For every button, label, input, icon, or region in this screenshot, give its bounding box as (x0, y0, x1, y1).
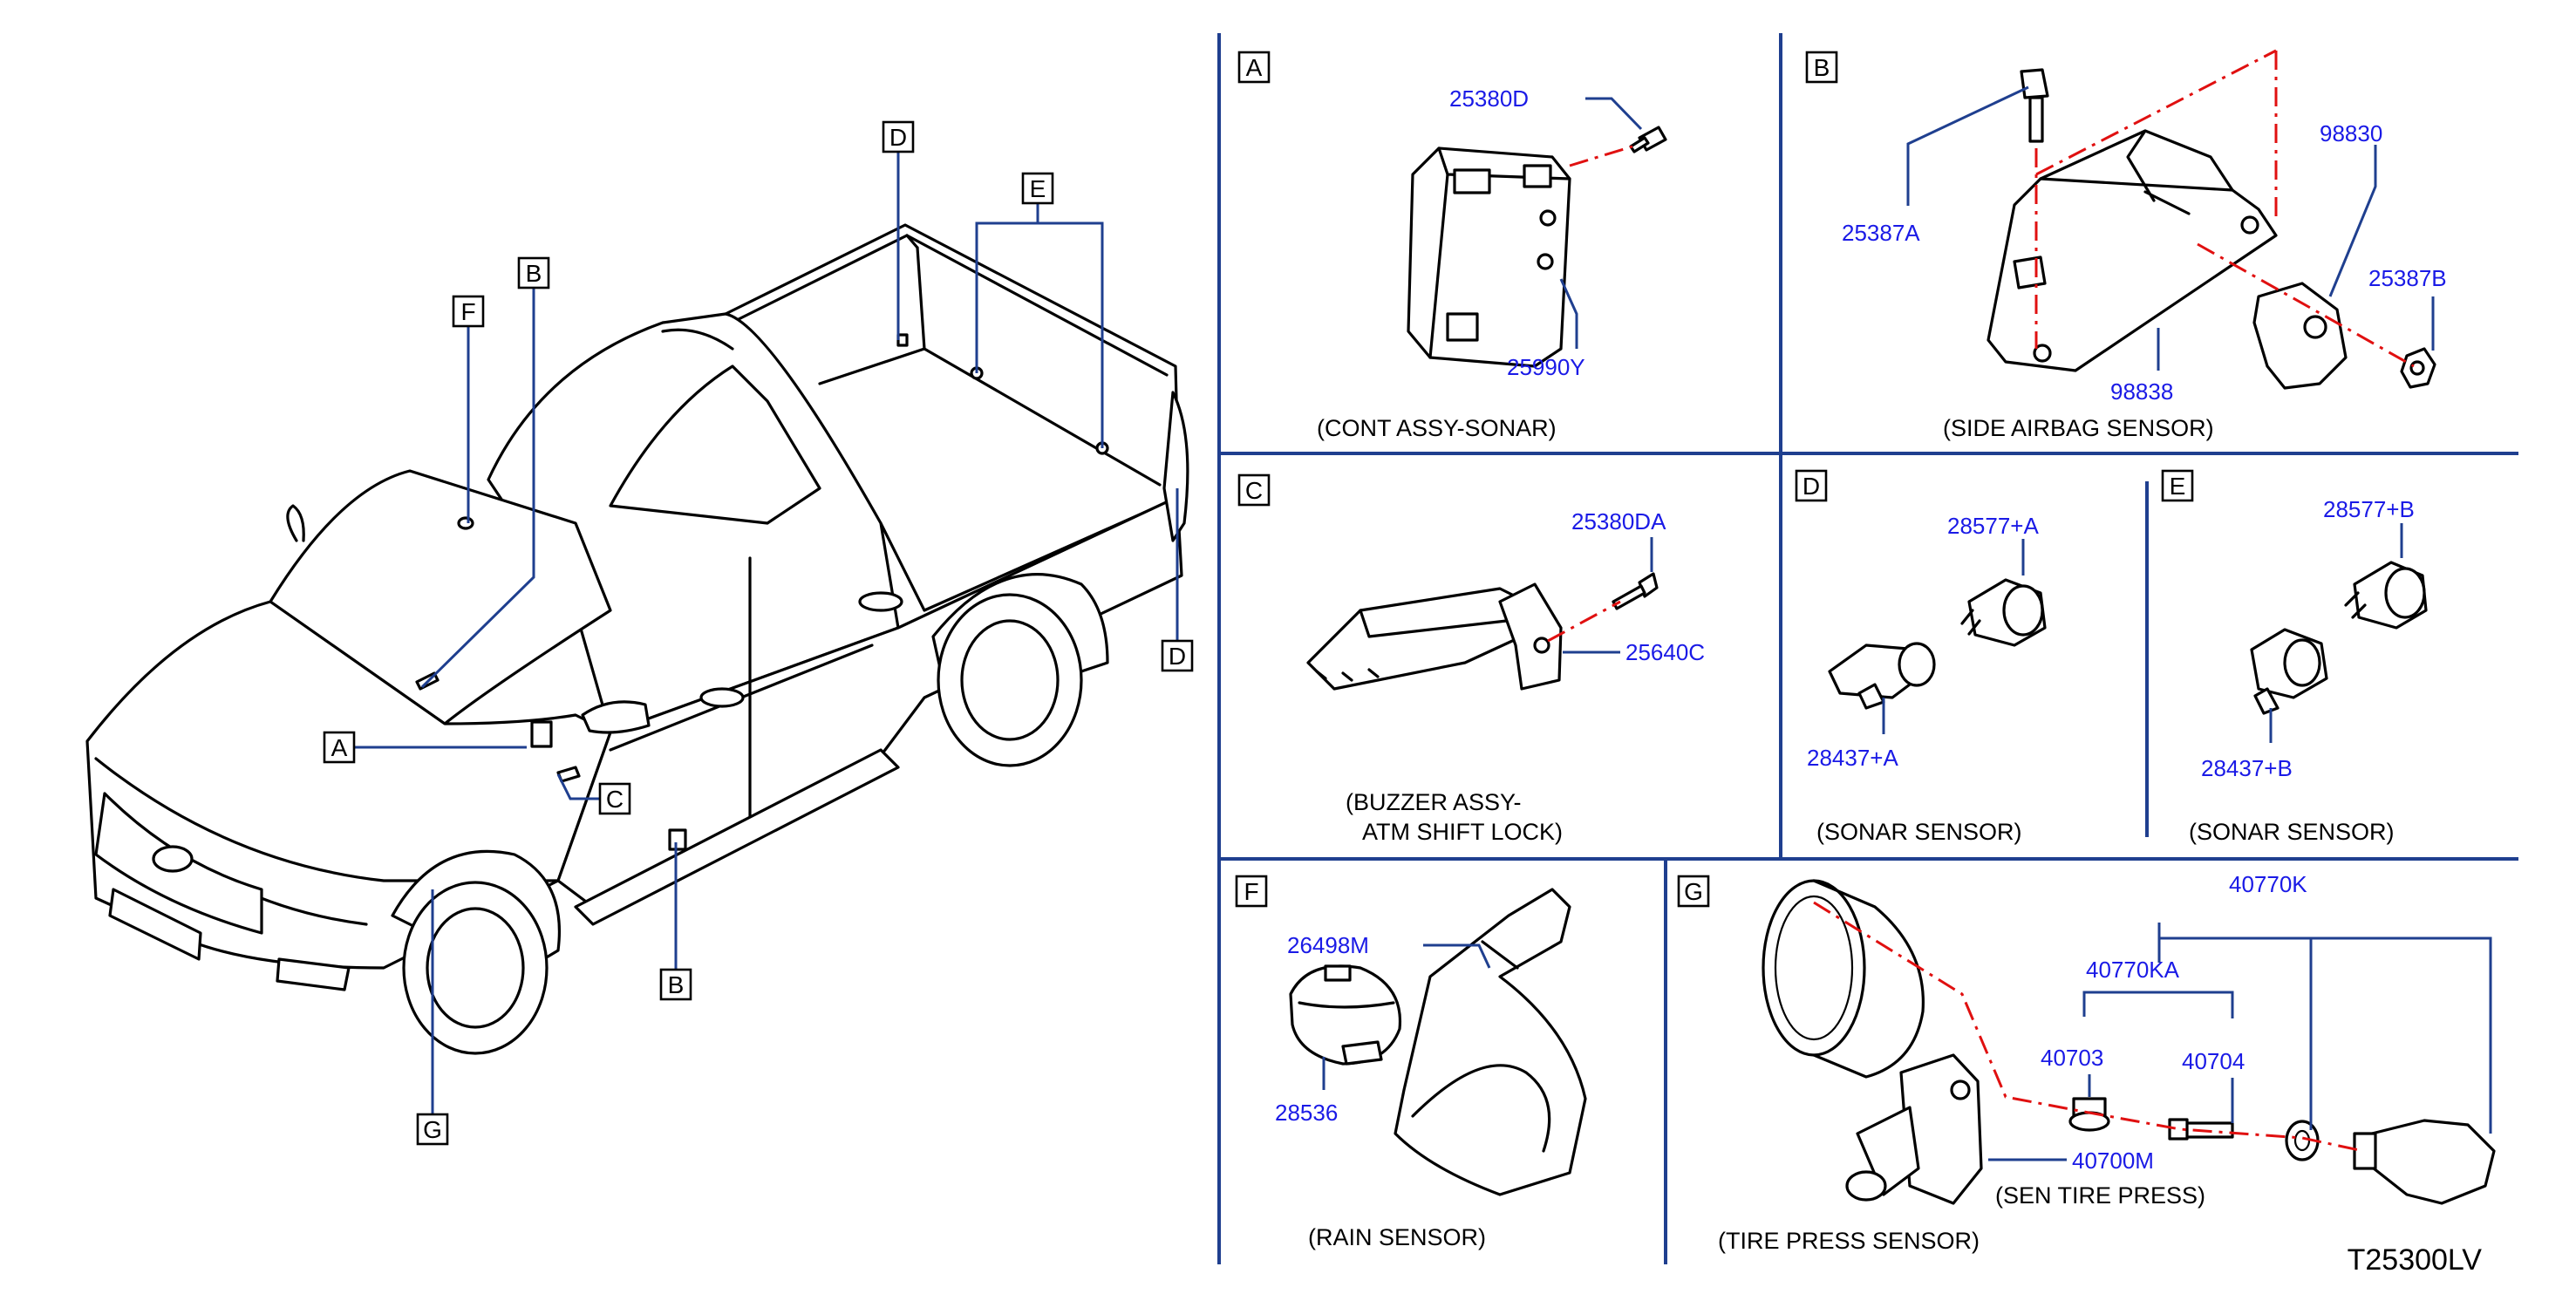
svg-text:G: G (423, 1116, 442, 1143)
part-25990y: 25990Y (1507, 354, 1585, 380)
panel-a-caption: (CONT ASSY-SONAR) (1317, 415, 1557, 441)
panel-g-caption: (TIRE PRESS SENSOR) (1718, 1228, 1980, 1254)
callout-b-bottom: B (659, 968, 692, 1001)
svg-text:C: C (606, 786, 624, 813)
sonar-control-unit (1407, 146, 1571, 368)
bolt-25380d (1629, 126, 1667, 153)
svg-text:B: B (526, 260, 542, 287)
panel-g-letter: G (1684, 878, 1703, 905)
part-40770k: 40770K (2229, 871, 2307, 897)
side-airbag-sensor (2252, 282, 2348, 390)
svg-text:B: B (668, 971, 685, 998)
part-25380d: 25380D (1449, 85, 1529, 112)
valve-core-40704 (2168, 1118, 2234, 1141)
panel-e-caption: (SONAR SENSOR) (2189, 819, 2395, 845)
part-40704: 40704 (2182, 1048, 2245, 1074)
tpms-sensor (2353, 1119, 2496, 1205)
panel-d-caption: (SONAR SENSOR) (1816, 819, 2022, 845)
panel-b-letter: B (1814, 54, 1830, 81)
valve-nut-40703 (2068, 1097, 2110, 1132)
bolt-25387a (2020, 68, 2049, 143)
panel-b-caption: (SIDE AIRBAG SENSOR) (1943, 415, 2214, 441)
rain-sensor (1289, 964, 1402, 1066)
svg-text:D: D (1169, 643, 1186, 670)
part-25387b: 25387B (2368, 265, 2447, 291)
part-25380da: 25380DA (1571, 508, 1666, 535)
part-98838: 98838 (2110, 378, 2173, 405)
panel-d: D 28577+A 28437+A (SONAR SENSOR) (1795, 469, 2047, 845)
part-40770ka: 40770KA (2086, 957, 2180, 983)
panel-a: A 25380D 25990Y (CONT ASSY-SONAR) (1237, 51, 1667, 441)
svg-text:D: D (889, 124, 907, 151)
panel-f: F 26498M 28536 (RAIN SENSOR) (1235, 875, 1587, 1250)
panel-c-caption-line2: ATM SHIFT LOCK) (1362, 819, 1563, 845)
part-40703: 40703 (2041, 1045, 2103, 1071)
svg-text:A: A (331, 734, 348, 761)
part-40700m: 40700M (2072, 1148, 2154, 1174)
sonar-sensor-d (1828, 642, 1936, 710)
panel-f-letter: F (1244, 878, 1258, 905)
callout-a: A (323, 731, 356, 764)
panel-a-letter: A (1246, 54, 1263, 81)
panel-c-letter: C (1245, 477, 1263, 504)
sonar-sensor-holder-d (1960, 578, 2047, 647)
panel-grid (1217, 33, 2518, 1264)
part-26498m: 26498M (1287, 932, 1369, 958)
grommet-ring (2285, 1120, 2320, 1161)
callout-c: C (598, 782, 631, 815)
panel-g-sub-caption: (SEN TIRE PRESS) (1995, 1182, 2205, 1209)
svg-text:F: F (460, 298, 475, 325)
tire-pressure-sensor-assy (1845, 1053, 1983, 1205)
panel-f-caption: (RAIN SENSOR) (1308, 1224, 1486, 1250)
callout-b-top: B (517, 256, 550, 289)
sonar-sensor-e (2250, 628, 2328, 715)
panel-c: C 25380DA 25640C (BUZZER ASSY- ATM SHIFT… (1237, 473, 1705, 845)
bolt-25380da (1612, 572, 1659, 610)
drawing-code: T25300LV (2348, 1243, 2483, 1277)
nut-25387b (2400, 347, 2436, 389)
sonar-sensor-holder-e (2344, 561, 2428, 630)
panel-e-letter: E (2170, 473, 2186, 500)
part-28536: 28536 (1275, 1100, 1338, 1126)
airbag-sensor-bracket (1987, 129, 2278, 372)
part-28577a: 28577+A (1947, 513, 2039, 539)
callout-g: G (416, 1113, 449, 1146)
part-25640c: 25640C (1625, 639, 1705, 665)
vehicle-callout-boxes: F B D E A C D B G (323, 120, 1194, 1146)
panel-d-letter: D (1803, 473, 1820, 500)
callout-d-top: D (882, 120, 915, 153)
part-98830: 98830 (2320, 120, 2382, 146)
wheel-rim (1762, 879, 1925, 1079)
callout-e: E (1021, 172, 1054, 205)
part-25387a: 25387A (1842, 220, 1920, 246)
rain-sensor-cover (1394, 888, 1587, 1196)
svg-text:E: E (1030, 175, 1046, 202)
panel-g: G (1677, 871, 2496, 1254)
callout-f: F (452, 295, 485, 328)
buzzer-assy (1306, 582, 1563, 691)
panel-b: B 25387A 98830 25387B (1805, 49, 2447, 441)
vehicle-callout-leaders (354, 152, 1179, 1114)
panel-c-caption-line1: (BUZZER ASSY- (1346, 789, 1522, 815)
part-28437b: 28437+B (2201, 755, 2293, 781)
pickup-truck-illustration (85, 223, 1189, 1055)
part-28437a: 28437+A (1807, 745, 1898, 771)
callout-d-rear: D (1161, 639, 1194, 672)
panel-e: E 28577+B 28437+B (SONAR SENSOR) (2161, 469, 2428, 845)
part-28577b: 28577+B (2323, 496, 2415, 522)
